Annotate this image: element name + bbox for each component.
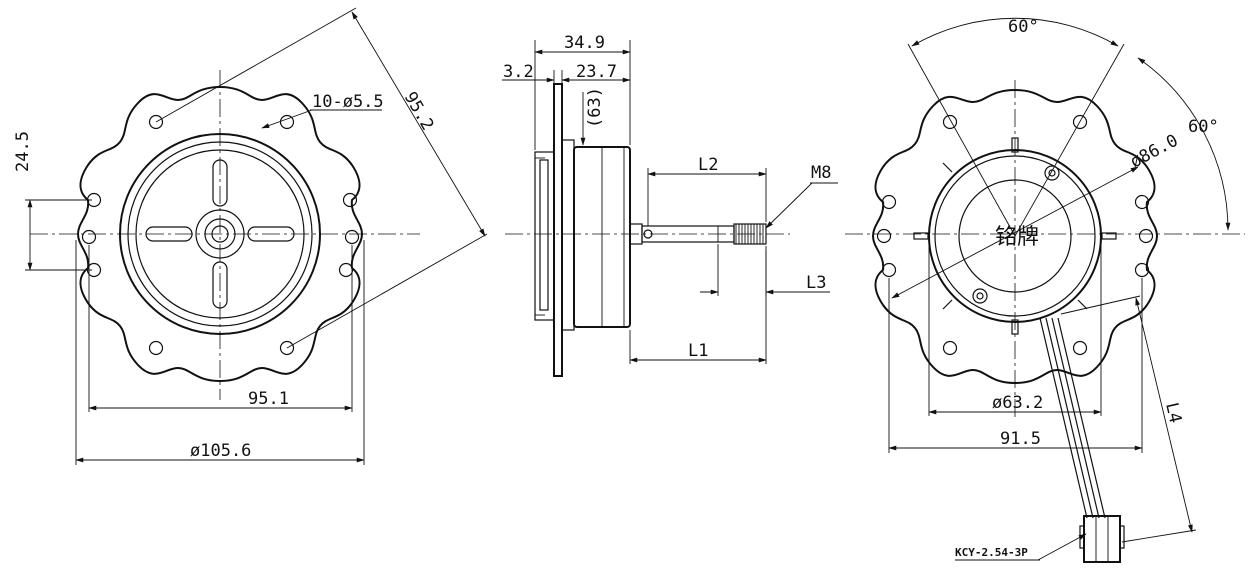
dim-l1-label: L1 — [688, 341, 708, 361]
nameplate-label: 铭牌 — [995, 225, 1039, 250]
dim-105-6-label: ø105.6 — [190, 441, 251, 461]
mounting-hole — [344, 229, 360, 245]
dim-23-7-label: 23.7 — [576, 62, 617, 82]
dim-line-l4 — [1135, 297, 1193, 533]
connector-latch — [1119, 525, 1125, 549]
angle-right-label: 60° — [1188, 117, 1219, 137]
ext-line — [286, 233, 488, 349]
connector-label: KCY-2.54-3P — [955, 546, 1028, 559]
dim-91-5-label: 91.5 — [1000, 429, 1041, 449]
dim-l4-label: L4 — [1161, 401, 1185, 425]
side-view: 34.9 3.2 23.7 (63) L2 M8 L3 L1 — [502, 33, 838, 377]
dim-l3-label: L3 — [806, 273, 826, 293]
cover-tab — [942, 162, 953, 173]
dim-holes-label: 10-ø5.5 — [312, 92, 384, 112]
side-flange-plate — [553, 83, 563, 377]
mounting-hole — [148, 340, 164, 356]
mounting-hole — [1072, 114, 1088, 130]
dim-line-86 — [891, 166, 1139, 299]
side-thread — [733, 223, 767, 245]
mounting-hole — [338, 262, 354, 278]
dim-3-2-label: 3.2 — [503, 62, 534, 82]
wire-lead — [1045, 317, 1094, 519]
ext-line — [1121, 529, 1197, 543]
mounting-hole — [81, 229, 97, 245]
wire-lead — [1039, 317, 1088, 519]
cover-tab — [1077, 299, 1088, 310]
screw-boss — [972, 288, 988, 304]
mounting-hole — [942, 114, 958, 130]
motor-rotor-ring — [135, 149, 305, 319]
vent-slot — [212, 159, 228, 207]
motor-inner-ring — [127, 141, 313, 327]
front-view: 24.5 95.2 10-ø5.5 95.1 ø105.6 — [13, 7, 488, 465]
shaft-pin-hole — [643, 229, 653, 239]
shaft-bore — [211, 225, 229, 243]
cover-tab — [1011, 137, 1019, 153]
back-view: 铭牌 60° 60° ø86.0 ø63.2 91.5 — [845, 17, 1245, 563]
dim-95-2-label: 95.2 — [400, 89, 438, 134]
dim-34-9-label: 34.9 — [564, 33, 605, 53]
mounting-hole — [279, 114, 295, 130]
mounting-hole — [1072, 340, 1088, 356]
dim-95-1-label: 95.1 — [248, 389, 289, 409]
cover-tab — [942, 299, 953, 310]
connector-housing — [1083, 515, 1121, 563]
leader-connector — [1037, 533, 1087, 561]
dim-line-95-2 — [351, 11, 486, 237]
leader-m8 — [765, 182, 813, 229]
vent-slot — [247, 226, 295, 242]
thread-hatching — [735, 224, 764, 244]
mounting-hole — [942, 340, 958, 356]
screw-boss — [1044, 165, 1060, 181]
mounting-hole — [342, 192, 358, 208]
cover-tab — [1011, 319, 1019, 335]
wire-lead — [1057, 317, 1106, 519]
dim-63-2-label: ø63.2 — [992, 393, 1043, 413]
mounting-hole — [881, 194, 897, 210]
dim-86-label: ø86.0 — [1127, 131, 1182, 173]
dim-63-label: (63) — [585, 87, 605, 128]
ext-line — [1060, 295, 1141, 315]
vent-slot — [145, 226, 193, 242]
side-back-cover — [534, 151, 555, 321]
dim-l2-label: L2 — [698, 155, 718, 175]
side-mid-ring — [561, 139, 575, 331]
side-back-cover-inner — [539, 159, 549, 311]
angle-ray — [907, 43, 1016, 237]
dim-m8-label: M8 — [811, 163, 831, 183]
dim-24-5-label: 24.5 — [13, 131, 33, 172]
mounting-hole — [1138, 228, 1154, 244]
angle-arc-right — [1137, 57, 1231, 231]
ext-line — [155, 7, 357, 123]
mounting-hole — [881, 262, 897, 278]
angle-arc-top — [911, 17, 1119, 47]
angle-top-label: 60° — [1008, 17, 1039, 37]
hub-inner — [204, 218, 236, 250]
mounting-hole — [148, 114, 164, 130]
vent-slot — [212, 261, 228, 309]
mounting-hole — [279, 340, 295, 356]
mounting-hole — [876, 228, 892, 244]
wire-lead — [1051, 317, 1100, 519]
angle-ray — [1014, 43, 1125, 237]
screw-hole — [976, 292, 984, 300]
hub-outer — [195, 209, 245, 259]
leader-holes — [261, 109, 313, 129]
motor-outer-ring — [119, 133, 321, 335]
